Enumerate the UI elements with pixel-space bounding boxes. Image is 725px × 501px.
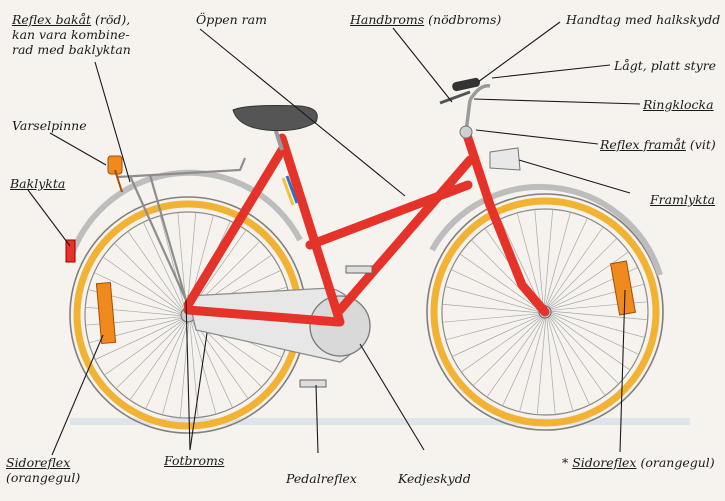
spoke xyxy=(104,318,185,376)
brake-lever xyxy=(439,90,471,105)
tail-lamp xyxy=(65,239,76,263)
spoke xyxy=(549,311,645,338)
spoke xyxy=(549,310,648,321)
label-framlykta: Framlykta xyxy=(650,192,716,207)
bell xyxy=(459,125,473,139)
spoke xyxy=(546,226,604,308)
label-sidoreflex-left-note: (orangegul) xyxy=(6,470,81,485)
spoke xyxy=(143,222,186,312)
label-handbroms: Handbroms (nödbroms) xyxy=(350,12,501,27)
label-reflex-bakat-line2: kan vara kombine- xyxy=(12,27,130,42)
spoke xyxy=(450,269,541,312)
side-reflector-front xyxy=(610,260,636,316)
frame-decal xyxy=(281,175,299,206)
label-lagt-styre: Lågt, platt styre xyxy=(614,58,717,73)
spoke xyxy=(534,209,544,308)
spoke xyxy=(445,286,541,313)
rear-reflector xyxy=(107,155,123,175)
spoke xyxy=(536,316,547,415)
label-handbroms-note: (nödbroms) xyxy=(424,12,502,27)
label-reflex-framat-note: (vit) xyxy=(685,137,716,152)
spoke xyxy=(452,314,542,357)
spoke xyxy=(445,314,541,341)
label-reflex-framat-title: Reflex framåt xyxy=(600,137,686,152)
rear-rack xyxy=(117,157,247,301)
spoke xyxy=(472,316,543,386)
label-sidoreflex-right-note: (orangegul) xyxy=(636,455,715,470)
spoke xyxy=(549,313,631,371)
safety-flag xyxy=(114,169,123,193)
spoke xyxy=(145,319,188,410)
label-baklykta: Baklykta xyxy=(10,176,66,191)
label-sidoreflex-left-title: Sidoreflex xyxy=(6,455,71,470)
spoke xyxy=(442,303,541,314)
spoke xyxy=(548,315,606,396)
label-reflex-bakat-title: Reflex bakåt xyxy=(12,12,92,27)
spoke xyxy=(114,242,184,313)
label-kedjeskydd: Kedjeskydd xyxy=(398,471,471,486)
spoke xyxy=(159,215,186,311)
side-reflector-rear xyxy=(95,281,117,345)
pedal-top xyxy=(345,265,373,274)
spoke xyxy=(519,316,546,412)
spoke xyxy=(547,238,618,308)
label-pedalreflex: Pedalreflex xyxy=(286,471,357,486)
spoke xyxy=(127,231,185,312)
spoke xyxy=(190,319,217,415)
front-fender xyxy=(429,184,663,276)
frame xyxy=(183,127,550,327)
spoke xyxy=(461,315,542,373)
spoke xyxy=(547,316,574,412)
label-reflex-framat: Reflex framåt (vit) xyxy=(600,137,716,152)
asterisk-mark: * xyxy=(562,455,569,470)
spoke xyxy=(549,314,619,385)
spoke xyxy=(115,319,186,389)
pedal-bottom xyxy=(299,379,327,388)
label-sidoreflex-right-title: Sidoreflex xyxy=(572,455,637,470)
spoke xyxy=(502,316,545,407)
spoke xyxy=(102,256,184,314)
label-sidoreflex-right: * Sidoreflex (orangegul) xyxy=(562,455,715,470)
label-varselpinne: Varselpinne xyxy=(12,118,87,133)
spoke xyxy=(544,212,571,308)
label-ringklocka: Ringklocka xyxy=(643,97,714,112)
seatpost xyxy=(273,127,284,151)
spoke xyxy=(486,316,544,398)
label-reflex-bakat-line1: (röd), xyxy=(91,12,131,27)
spoke xyxy=(459,253,541,311)
spoke xyxy=(190,318,233,408)
label-oppen-ram: Öppen ram xyxy=(196,12,267,27)
spoke xyxy=(95,317,185,360)
spoke xyxy=(549,312,640,355)
label-reflex-bakat: Reflex bakåt (röd), kan vara kombine- ra… xyxy=(12,12,131,57)
spoke xyxy=(442,313,541,323)
label-handtag: Handtag med halkskydd xyxy=(566,12,721,27)
label-sidoreflex-left: Sidoreflex (orangegul) xyxy=(6,455,80,485)
spoke xyxy=(162,319,189,415)
leader-lines xyxy=(27,21,641,456)
spoke xyxy=(516,212,543,308)
spoke xyxy=(546,316,556,415)
label-handbroms-title: Handbroms xyxy=(350,12,425,27)
spoke xyxy=(543,209,554,308)
ground-shadow xyxy=(70,418,690,425)
handgrip xyxy=(452,77,480,92)
headlamp xyxy=(489,147,521,171)
label-fotbroms: Fotbroms xyxy=(164,453,225,468)
spoke xyxy=(129,319,187,401)
spoke xyxy=(545,217,588,308)
label-reflex-bakat-line3: rad med baklyktan xyxy=(12,42,131,57)
spoke xyxy=(93,272,184,315)
spoke xyxy=(548,251,629,309)
spoke xyxy=(186,212,197,311)
saddle xyxy=(232,105,318,132)
spoke xyxy=(547,315,590,405)
